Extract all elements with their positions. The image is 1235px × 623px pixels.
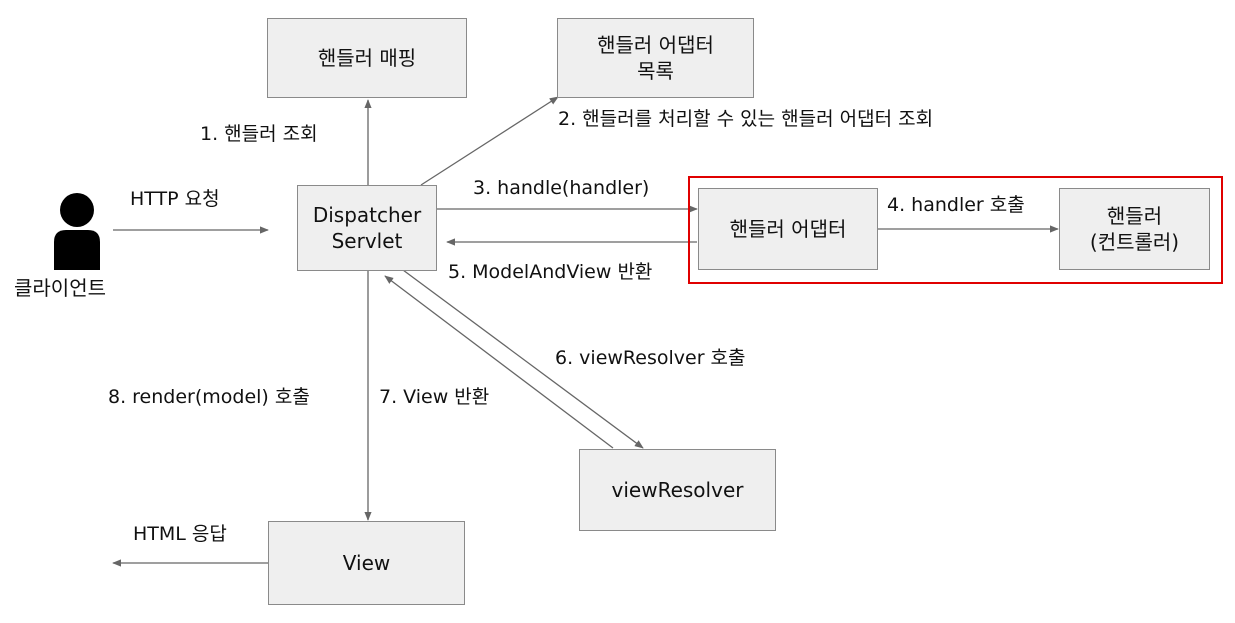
step6-label: 6. viewResolver 호출 (555, 347, 746, 369)
person-icon (54, 193, 100, 270)
step1-label: 1. 핸들러 조회 (200, 123, 318, 145)
client-label: 클라이언트 (14, 276, 106, 300)
step5-label: 5. ModelAndView 반환 (448, 261, 653, 283)
view-resolver-box: viewResolver (579, 449, 776, 531)
view-box: View (268, 521, 465, 605)
html-response-label: HTML 응답 (133, 523, 227, 545)
handler-adapter-box: 핸들러 어댑터 (698, 188, 878, 270)
handler-controller-box: 핸들러 (컨트롤러) (1059, 188, 1210, 270)
http-request-label: HTTP 요청 (130, 188, 220, 210)
adapter-list-box: 핸들러 어댑터 목록 (557, 18, 754, 98)
step3-label: 3. handle(handler) (473, 177, 650, 199)
edge-step2 (420, 96, 559, 186)
edge-step6 (402, 269, 644, 449)
adapter-handler-highlight (688, 176, 1223, 284)
edge-step7 (384, 275, 614, 449)
dispatcher-servlet-box: Dispatcher Servlet (297, 185, 437, 271)
step4-label: 4. handler 호출 (887, 194, 1025, 216)
step8-label: 8. render(model) 호출 (108, 386, 310, 408)
step2-label: 2. 핸들러를 처리할 수 있는 핸들러 어댑터 조회 (558, 108, 934, 130)
handler-mapping-box: 핸들러 매핑 (267, 18, 467, 98)
step7-label: 7. View 반환 (379, 386, 490, 408)
